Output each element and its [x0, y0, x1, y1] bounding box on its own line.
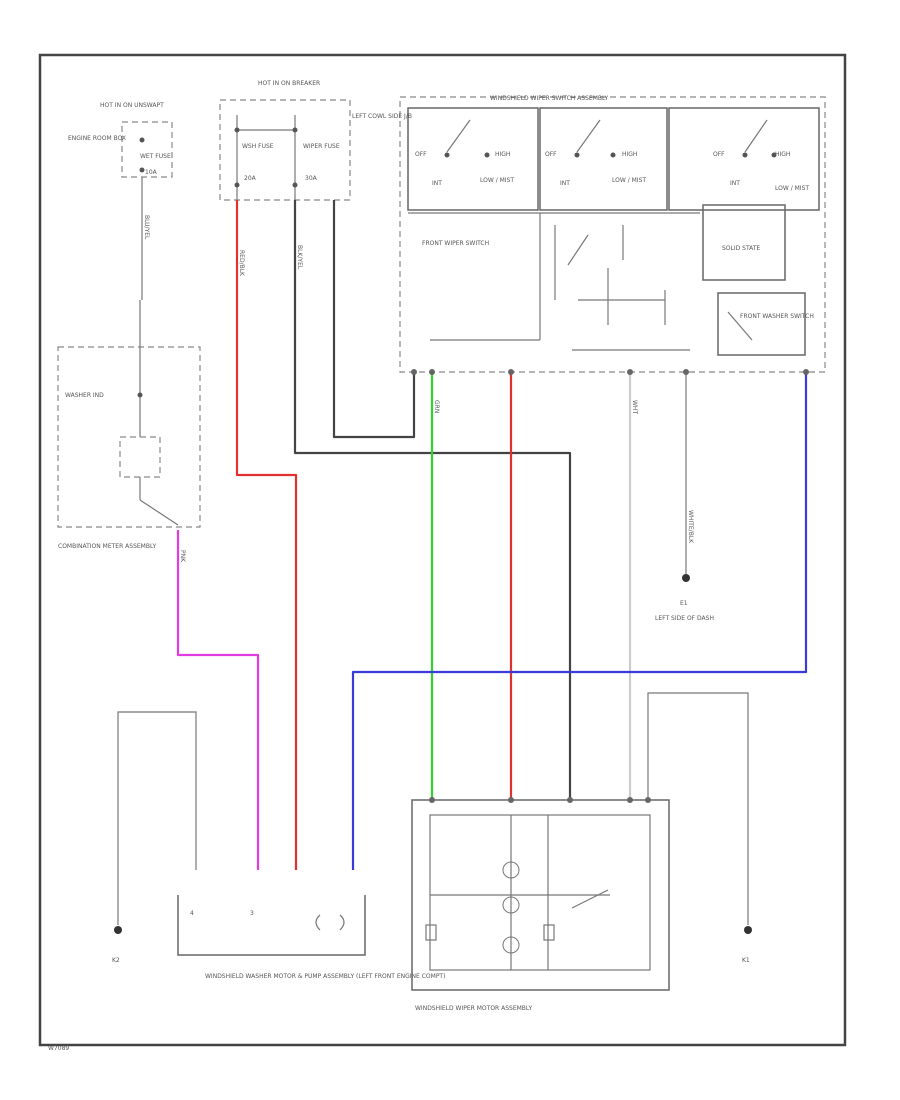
ground-k2-icon [114, 926, 122, 934]
svg-text:INT: INT [432, 180, 442, 187]
wire-label-blk-yel: BLK/YEL [296, 245, 303, 270]
svg-text:INT: INT [730, 180, 740, 187]
washer-motor-assembly: WINDSHIELD WASHER MOTOR & PUMP ASSEMBLY … [177, 895, 445, 980]
solid-state-label: SOLID STATE [722, 245, 760, 252]
svg-text:HIGH: HIGH [622, 151, 637, 158]
wire-blue [351, 372, 808, 870]
front-wiper-switch-label: FRONT WIPER SWITCH [422, 240, 489, 247]
wire-ground-k1 [647, 692, 749, 925]
left-cowl-junction-box: HOT IN ON BREAKER WSH FUSE 20A WIPER FUS… [219, 80, 412, 201]
ground-e1-label: E1 [680, 600, 688, 607]
svg-text:OFF: OFF [713, 151, 725, 158]
svg-text:INT: INT [560, 180, 570, 187]
wiper-motor-assembly: WINDSHIELD WIPER MOTOR ASSEMBLY [411, 799, 670, 1012]
wiper-fuse-amp-label: 30A [305, 175, 318, 182]
wire-label-grn: GRN [433, 400, 440, 413]
solid-state-module [702, 204, 786, 281]
svg-text:4: 4 [190, 910, 194, 917]
combination-meter: WASHER IND COMBINATION METER ASSEMBLY [57, 300, 201, 550]
corner-code: W7089 [48, 1045, 69, 1052]
wire-black-2 [332, 200, 416, 439]
diagram-frame [38, 53, 847, 1047]
ground-k1-label: K1 [742, 957, 750, 964]
wire-label-red-blk: RED/BLK [238, 250, 245, 277]
wire-label-pnk: PNK [179, 550, 186, 563]
svg-text:HIGH: HIGH [775, 151, 790, 158]
hot-in-on-label: HOT IN ON UNSWAPT [100, 102, 164, 109]
front-washer-switch-label: FRONT WASHER SWITCH [740, 313, 814, 320]
wsh-fuse-label: WSH FUSE [242, 143, 274, 150]
svg-text:HIGH: HIGH [495, 151, 510, 158]
wet-fuse-label: WET FUSE [140, 153, 171, 160]
front-washer-switch [717, 292, 806, 356]
left-side-of-dash-label: LEFT SIDE OF DASH [655, 615, 714, 622]
connector-dots [411, 369, 809, 803]
wiper-motor-label: WINDSHIELD WIPER MOTOR ASSEMBLY [415, 1005, 532, 1012]
wire-label-wht: WHT [631, 400, 638, 414]
engine-room-box-label: ENGINE ROOM BOX [68, 135, 126, 142]
wire-ground-k2 [117, 711, 197, 925]
washer-ind-label: WASHER IND [65, 392, 104, 399]
ground-e1-icon [682, 574, 690, 582]
wire-label-blu-yel: BLU/YEL [143, 215, 150, 240]
wet-fuse-amp-label: 10A [145, 169, 158, 176]
svg-text:LOW / MIST: LOW / MIST [775, 185, 809, 192]
ground-k1-icon [744, 926, 752, 934]
svg-text:3: 3 [250, 910, 254, 917]
washer-motor-label: WINDSHIELD WASHER MOTOR & PUMP ASSEMBLY … [205, 973, 445, 980]
svg-text:LOW / MIST: LOW / MIST [480, 177, 514, 184]
wiper-fuse-label: WIPER FUSE [303, 143, 340, 150]
switch-assembly-label: WINDSHIELD WIPER SWITCH ASSEMBLY [490, 95, 609, 102]
svg-text:OFF: OFF [415, 151, 427, 158]
svg-text:LOW / MIST: LOW / MIST [612, 177, 646, 184]
wire-red [235, 200, 298, 870]
svg-text:OFF: OFF [545, 151, 557, 158]
engine-room-fuse-box: HOT IN ON UNSWAPT ENGINE ROOM BOX WET FU… [68, 102, 173, 178]
wsh-fuse-amp-label: 20A [244, 175, 257, 182]
wiper-switch-assembly: WINDSHIELD WIPER SWITCH ASSEMBLY OFF HIG… [399, 95, 826, 373]
ground-k2-label: K2 [112, 957, 120, 964]
combination-meter-label: COMBINATION METER ASSEMBLY [58, 543, 157, 550]
wire-magenta [176, 530, 260, 870]
left-cowl-side-label: LEFT COWL SIDE J/B [352, 113, 412, 120]
wire-label-white-black: WHITE/BLK [687, 510, 694, 544]
breaker-label: HOT IN ON BREAKER [258, 80, 320, 87]
